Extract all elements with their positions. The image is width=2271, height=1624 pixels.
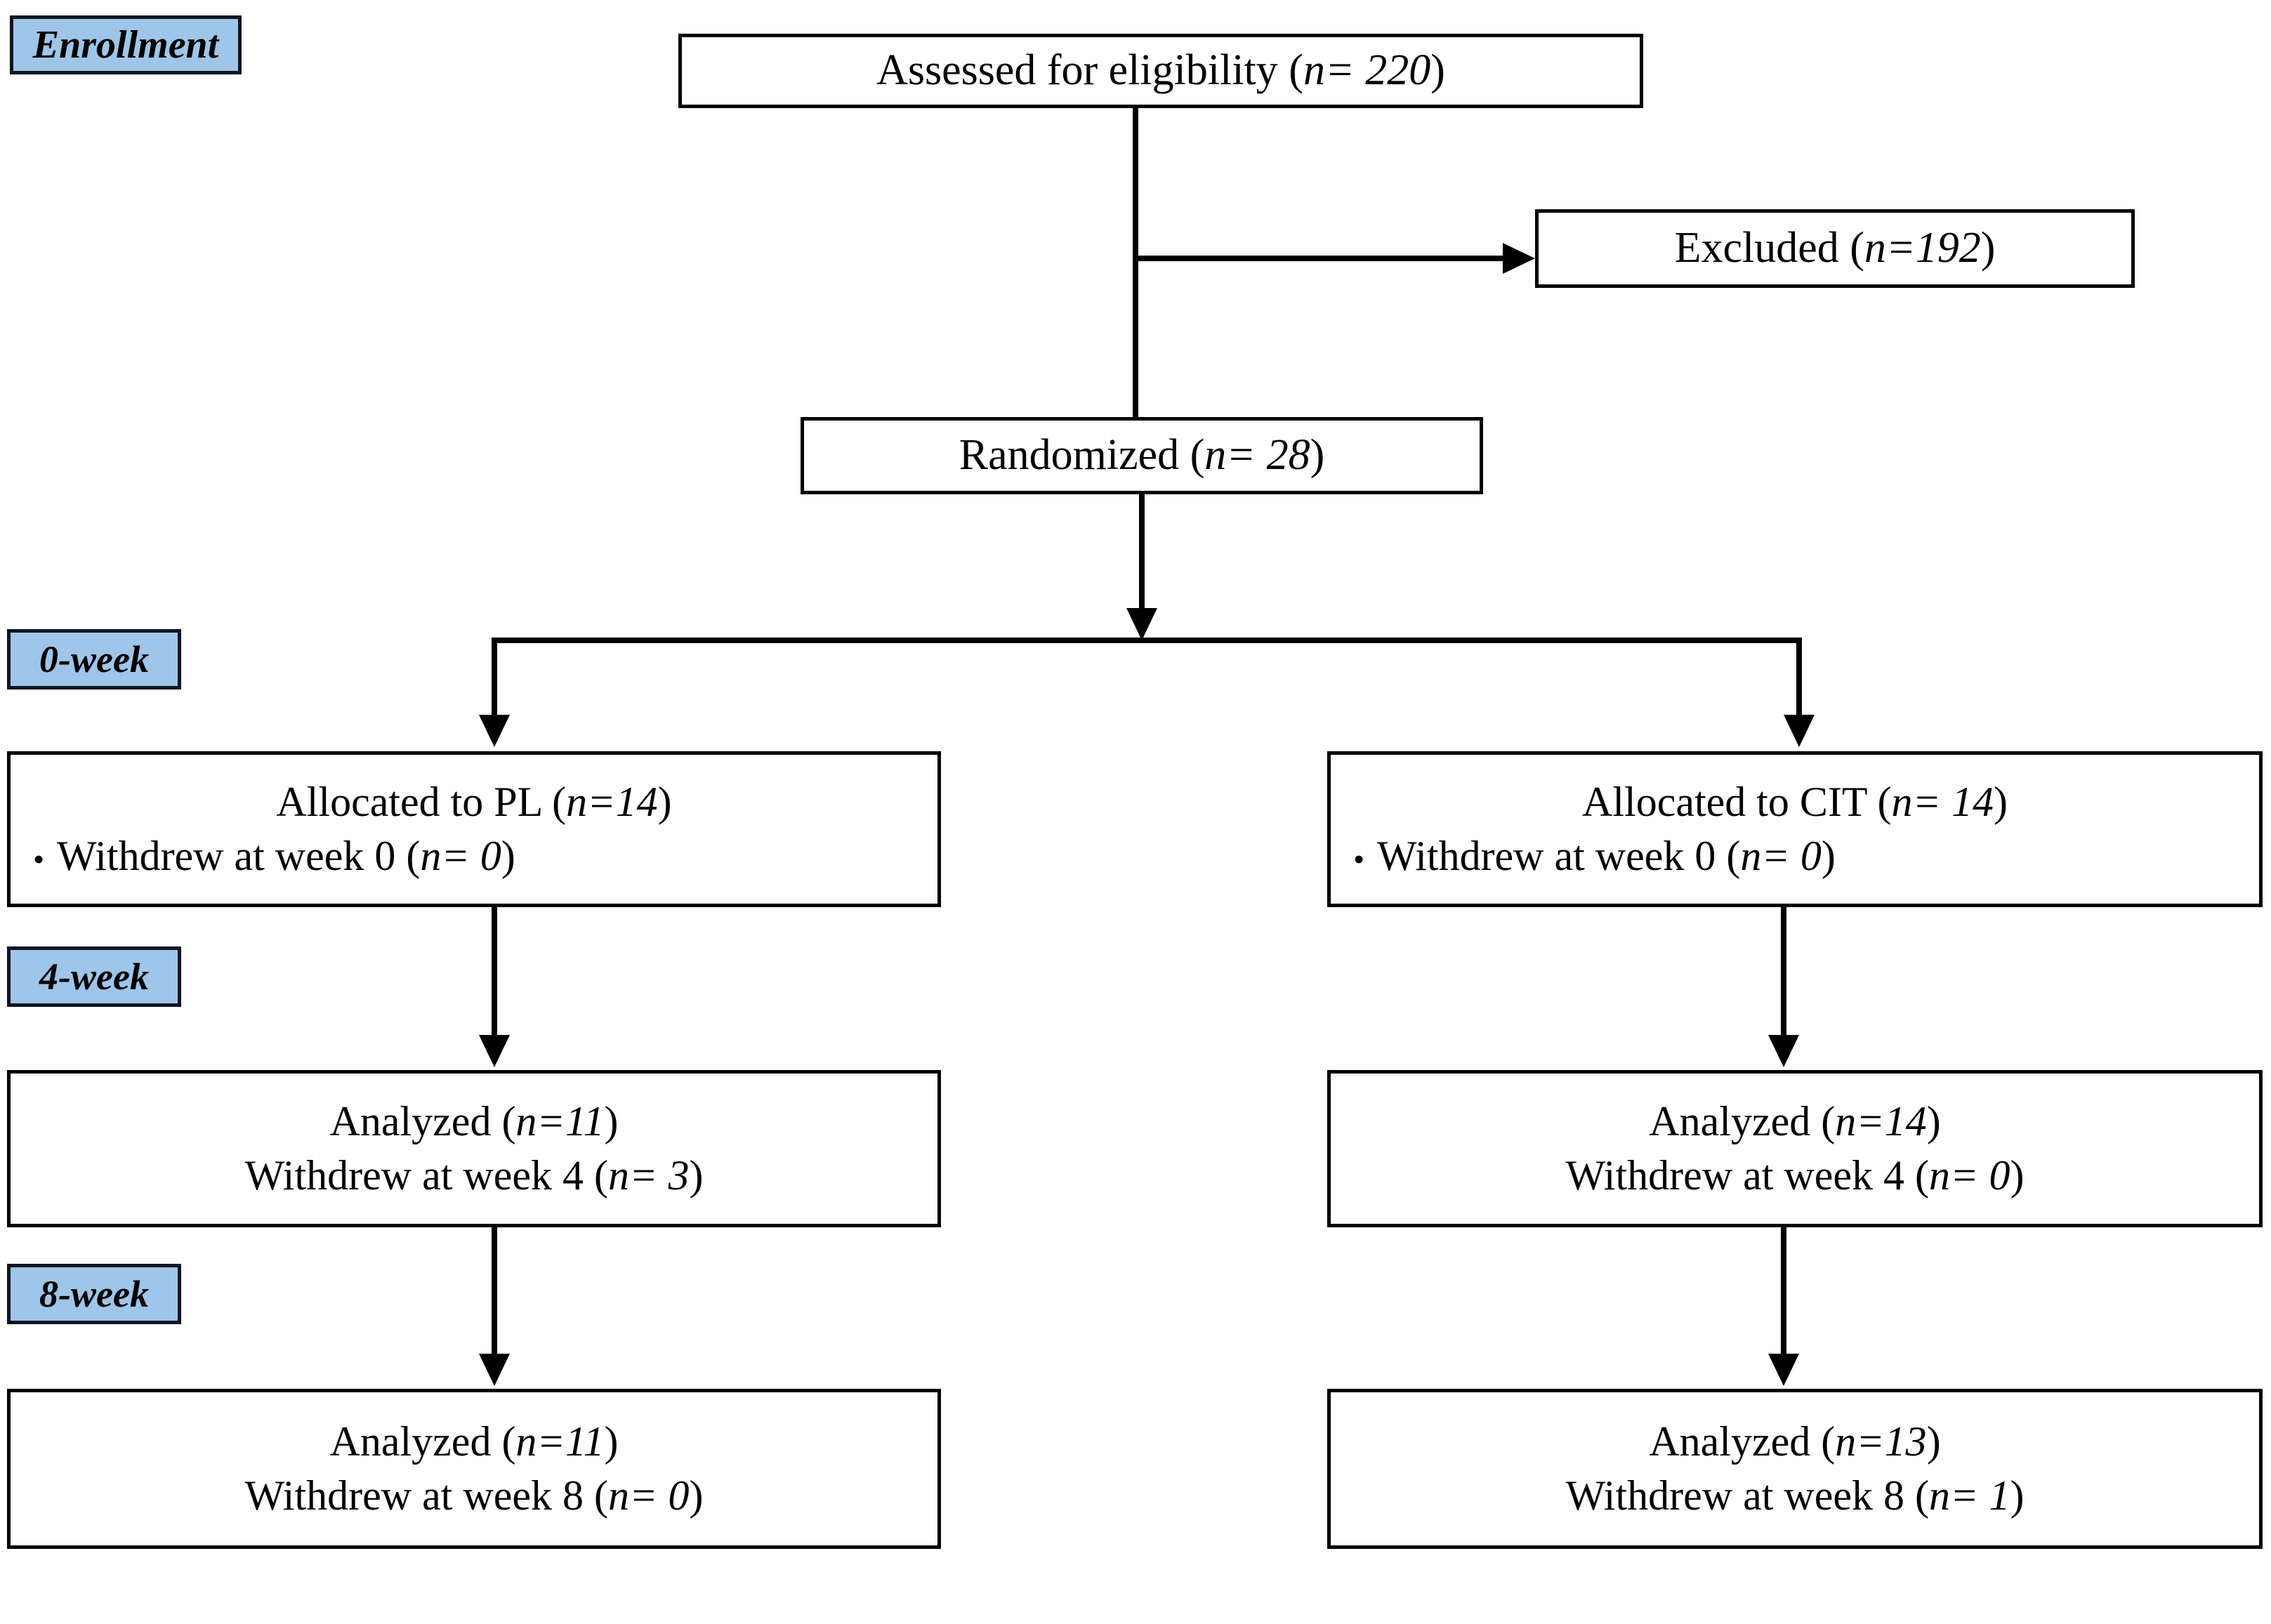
an8-pl-withdrew-n: n= 0 [607, 1472, 690, 1519]
alloc-cit-withdrew-row: • Withdrew at week 0 (n= 0) [1341, 829, 2249, 883]
bullet-icon: • [1352, 841, 1365, 877]
an4-cit-withdrew-prefix: Withdrew at week 4 ( [1565, 1152, 1929, 1199]
an4-pl-withdrew-prefix: Withdrew at week 4 ( [244, 1152, 608, 1199]
alloc-pl-withdrew-text: Withdrew at week 0 (n= 0) [57, 829, 515, 883]
an4-cit-analyzed-prefix: Analyzed ( [1649, 1098, 1836, 1145]
excluded-prefix: Excluded ( [1674, 224, 1864, 272]
an8-cit-withdrew-n: n= 1 [1928, 1472, 2010, 1519]
excluded-text: Excluded (n=192) [1675, 220, 1996, 276]
assessed-suffix: ) [1430, 46, 1445, 95]
stage-label-enrollment: Enrollment [10, 15, 242, 74]
an8-pl-withdrew-prefix: Withdrew at week 8 ( [244, 1472, 608, 1519]
randomized-n-value: n= 28 [1204, 431, 1310, 480]
node-analyzed-week4-pl: Analyzed (n=11) Withdrew at week 4 (n= 3… [7, 1070, 941, 1227]
node-analyzed-week8-cit: Analyzed (n=13) Withdrew at week 8 (n= 1… [1327, 1389, 2263, 1549]
stage-label-week8: 8-week [7, 1264, 181, 1324]
stage-label-week4: 4-week [7, 946, 181, 1007]
node-excluded: Excluded (n=192) [1535, 209, 2135, 288]
an4-cit-analyzed: Analyzed (n=14) [1649, 1095, 1940, 1149]
randomized-suffix: ) [1310, 431, 1325, 480]
alloc-cit-title-suffix: ) [1993, 779, 2008, 826]
node-assessed-for-eligibility: Assessed for eligibility (n= 220) [678, 34, 1643, 108]
an8-pl-analyzed-suffix: ) [604, 1418, 619, 1465]
arrowhead-alloc-cit [1784, 715, 1815, 747]
assessed-prefix: Assessed for eligibility ( [876, 46, 1303, 95]
an4-cit-analyzed-n: n=14 [1835, 1098, 1927, 1145]
connector-split-left-down [492, 638, 497, 719]
an4-pl-analyzed-prefix: Analyzed ( [329, 1098, 516, 1145]
assessed-text: Assessed for eligibility (n= 220) [876, 43, 1445, 98]
an4-pl-withdrew: Withdrew at week 4 (n= 3) [245, 1149, 704, 1203]
alloc-cit-title: Allocated to CIT (n= 14) [1341, 775, 2249, 829]
an4-cit-withdrew-suffix: ) [2010, 1152, 2025, 1199]
arrowhead-randomized-down [1126, 608, 1157, 640]
connector-split-right-down [1796, 638, 1802, 719]
an8-cit-withdrew-prefix: Withdrew at week 8 ( [1565, 1472, 1929, 1519]
node-analyzed-week4-cit: Analyzed (n=14) Withdrew at week 4 (n= 0… [1327, 1070, 2263, 1227]
bullet-icon: • [32, 841, 45, 877]
alloc-pl-withdrew-row: • Withdrew at week 0 (n= 0) [20, 829, 928, 883]
connector-randomized-down [1139, 494, 1145, 612]
an4-pl-withdrew-n: n= 3 [607, 1152, 690, 1199]
node-randomized: Randomized (n= 28) [801, 417, 1483, 494]
arrowhead-to-excluded [1503, 243, 1535, 274]
stage-label-enrollment-text: Enrollment [32, 23, 219, 67]
arrowhead-pl-week4 [479, 1035, 510, 1067]
alloc-pl-title-prefix: Allocated to PL ( [276, 779, 567, 826]
an8-cit-withdrew: Withdrew at week 8 (n= 1) [1566, 1469, 2025, 1523]
arrowhead-alloc-pl [479, 715, 510, 747]
alloc-pl-withdrew-n: n= 0 [420, 833, 501, 879]
an8-cit-analyzed-prefix: Analyzed ( [1649, 1418, 1836, 1465]
connector-split-bar [492, 638, 1802, 643]
an4-cit-analyzed-suffix: ) [1926, 1098, 1941, 1145]
an8-cit-analyzed: Analyzed (n=13) [1649, 1415, 1940, 1469]
arrowhead-pl-week8 [479, 1354, 510, 1386]
connector-pl-week0-to-week4 [492, 907, 497, 1039]
excluded-suffix: ) [1980, 224, 1996, 272]
randomized-text: Randomized (n= 28) [959, 428, 1325, 483]
alloc-cit-withdrew-suffix: ) [1821, 833, 1836, 879]
excluded-n-value: n=192 [1864, 224, 1981, 272]
stage-label-week4-text: 4-week [39, 956, 149, 998]
alloc-pl-title-n: n=14 [566, 779, 658, 826]
alloc-cit-withdrew-prefix: Withdrew at week 0 ( [1377, 833, 1741, 879]
an4-cit-withdrew: Withdrew at week 4 (n= 0) [1566, 1149, 2025, 1203]
connector-cit-week4-to-week8 [1781, 1227, 1786, 1358]
connector-assessed-trunk [1133, 108, 1138, 425]
an4-pl-analyzed: Analyzed (n=11) [330, 1095, 619, 1149]
an4-cit-withdrew-n: n= 0 [1928, 1152, 2010, 1199]
node-analyzed-week8-pl: Analyzed (n=11) Withdrew at week 8 (n= 0… [7, 1389, 941, 1549]
an8-cit-analyzed-suffix: ) [1926, 1418, 1941, 1465]
randomized-prefix: Randomized ( [959, 431, 1205, 480]
an8-pl-analyzed-n: n=11 [515, 1418, 605, 1465]
an8-pl-analyzed: Analyzed (n=11) [330, 1415, 619, 1469]
alloc-pl-title: Allocated to PL (n=14) [20, 775, 928, 829]
an8-pl-withdrew-suffix: ) [689, 1472, 704, 1519]
stage-label-week0-text: 0-week [39, 638, 149, 680]
an8-cit-withdrew-suffix: ) [2010, 1472, 2025, 1519]
stage-label-week8-text: 8-week [39, 1273, 149, 1315]
an4-pl-analyzed-n: n=11 [515, 1098, 605, 1145]
arrowhead-cit-week8 [1768, 1354, 1799, 1386]
node-allocated-pl: Allocated to PL (n=14) • Withdrew at wee… [7, 751, 941, 907]
stage-label-week0: 0-week [7, 629, 181, 689]
connector-to-excluded [1133, 256, 1503, 261]
arrowhead-cit-week4 [1768, 1035, 1799, 1067]
alloc-pl-withdrew-suffix: ) [501, 833, 515, 879]
alloc-cit-withdrew-text: Withdrew at week 0 (n= 0) [1377, 829, 1836, 883]
connector-cit-week0-to-week4 [1781, 907, 1786, 1039]
an4-pl-withdrew-suffix: ) [689, 1152, 704, 1199]
alloc-pl-title-suffix: ) [657, 779, 672, 826]
connector-pl-week4-to-week8 [492, 1227, 497, 1358]
alloc-cit-title-n: n= 14 [1891, 779, 1994, 826]
an8-cit-analyzed-n: n=13 [1835, 1418, 1927, 1465]
alloc-cit-withdrew-n: n= 0 [1740, 833, 1822, 879]
assessed-n-value: n= 220 [1303, 46, 1431, 95]
an4-pl-analyzed-suffix: ) [604, 1098, 619, 1145]
node-allocated-cit: Allocated to CIT (n= 14) • Withdrew at w… [1327, 751, 2263, 907]
alloc-pl-withdrew-prefix: Withdrew at week 0 ( [57, 833, 421, 879]
an8-pl-analyzed-prefix: Analyzed ( [329, 1418, 516, 1465]
alloc-cit-title-prefix: Allocated to CIT ( [1582, 779, 1892, 826]
an8-pl-withdrew: Withdrew at week 8 (n= 0) [245, 1469, 704, 1523]
